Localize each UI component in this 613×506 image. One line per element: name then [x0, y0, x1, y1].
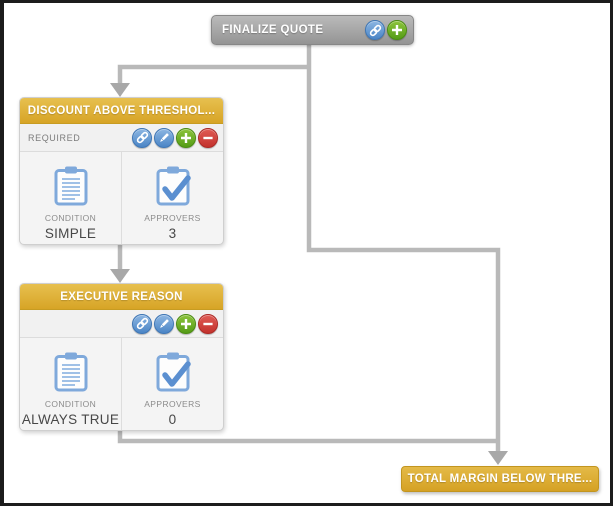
step-toolbar: [20, 310, 223, 338]
step-body: CONDITION SIMPLE APPROVERS 3: [20, 152, 223, 244]
minus-icon: [202, 318, 214, 330]
condition-panel[interactable]: CONDITION SIMPLE: [20, 152, 122, 244]
finalize-quote-node[interactable]: FINALIZE QUOTE: [211, 15, 414, 45]
remove-button[interactable]: [198, 127, 218, 148]
total-margin-below-threshold-node[interactable]: TOTAL MARGIN BELOW THRE...: [401, 466, 599, 492]
condition-value: SIMPLE: [44, 226, 97, 241]
approvers-value: 0: [168, 412, 177, 427]
finalize-quote-label: FINALIZE QUOTE: [222, 24, 324, 36]
pencil-icon: [158, 132, 170, 144]
approvers-panel[interactable]: APPROVERS 3: [122, 152, 223, 244]
connector-lines: [110, 45, 508, 465]
plus-icon: [180, 318, 192, 330]
condition-label: CONDITION: [44, 399, 97, 409]
minus-icon: [202, 132, 214, 144]
step-body: CONDITION ALWAYS TRUE APPROVERS 0: [20, 338, 223, 430]
approvers-label: APPROVERS: [144, 399, 201, 409]
link-icon: [136, 317, 149, 330]
arrowhead-into-end-node: [488, 451, 508, 465]
clipboard-list-icon: [52, 165, 90, 207]
pencil-icon: [158, 318, 170, 330]
approvers-panel[interactable]: APPROVERS 0: [122, 338, 223, 430]
link-button[interactable]: [365, 20, 385, 40]
step-title: DISCOUNT ABOVE THRESHOL...: [20, 98, 223, 124]
edit-button[interactable]: [154, 127, 174, 148]
connector-step2-to-end: [117, 428, 498, 444]
condition-value: ALWAYS TRUE: [21, 412, 120, 427]
edit-button[interactable]: [154, 313, 174, 334]
condition-panel[interactable]: CONDITION ALWAYS TRUE: [20, 338, 122, 430]
approval-step-executive-reason[interactable]: EXECUTIVE REASON: [19, 283, 224, 431]
required-flag: REQUIRED: [28, 132, 81, 143]
approvers-label: APPROVERS: [144, 213, 201, 223]
connector-start-to-step1: [117, 64, 311, 85]
remove-button[interactable]: [198, 313, 218, 334]
condition-label: CONDITION: [44, 213, 97, 223]
link-button[interactable]: [132, 313, 152, 334]
arrowhead-into-step2: [110, 269, 130, 283]
step-toolbar: REQUIRED: [20, 124, 223, 152]
approval-step-discount-above-threshold[interactable]: DISCOUNT ABOVE THRESHOL... REQUIRED: [19, 97, 224, 245]
end-node-label: TOTAL MARGIN BELOW THRE...: [407, 473, 593, 485]
step-title: EXECUTIVE REASON: [20, 284, 223, 310]
clipboard-list-icon: [52, 351, 90, 393]
plus-icon: [180, 132, 192, 144]
clipboard-check-icon: [154, 351, 192, 393]
arrowhead-into-step1: [110, 83, 130, 97]
plus-icon: [391, 24, 403, 36]
link-icon: [136, 131, 149, 144]
approvers-value: 3: [168, 226, 177, 241]
connector-start-to-end: [306, 45, 501, 453]
link-button[interactable]: [132, 127, 152, 148]
add-button[interactable]: [387, 20, 407, 40]
link-icon: [369, 24, 382, 37]
clipboard-check-icon: [154, 165, 192, 207]
add-button[interactable]: [176, 127, 196, 148]
add-button[interactable]: [176, 313, 196, 334]
